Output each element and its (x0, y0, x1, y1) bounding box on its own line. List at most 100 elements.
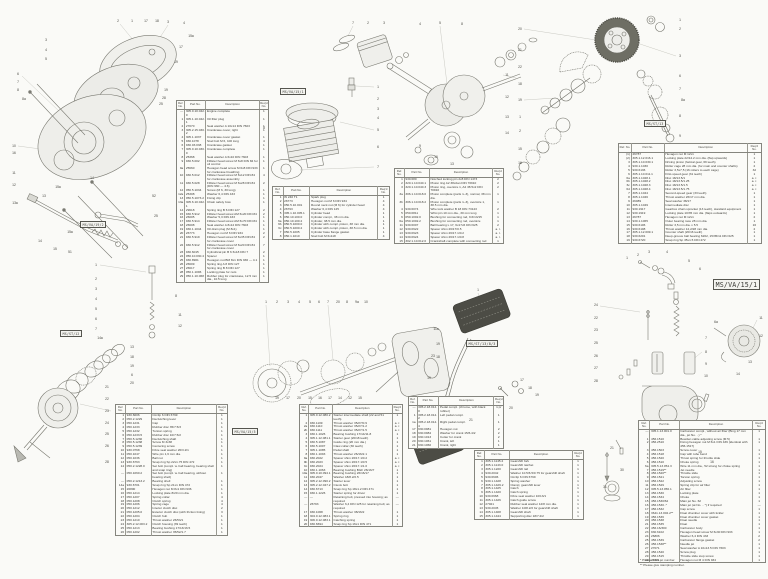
column-header: Req'd No. (258, 100, 269, 110)
callout-gear-shaft-15: 15 (308, 396, 312, 400)
fiche-label: MS/ST/12 (60, 330, 83, 338)
callout-gear-shaft-20: 20 (297, 396, 301, 400)
callout-carburetor-27: 27 (594, 366, 598, 370)
callout-carburetor-4: 4 (666, 250, 668, 254)
callout-gear-cluster-16: 16 (518, 161, 522, 165)
column-header: Ref. No. (618, 143, 632, 153)
column-header: Part No. (630, 143, 665, 153)
callout-crankshaft-5: 5 (439, 21, 441, 25)
callout-crankshaft-9: 9 (419, 144, 421, 148)
column-header: Description (150, 404, 217, 414)
callout-pedal-crank-20: 20 (509, 406, 513, 410)
callout-gear-shaft-6: 6 (318, 300, 320, 304)
callout-carburetor-26: 26 (594, 354, 598, 358)
column-header: Ref. No. (272, 186, 284, 196)
crankshaft-exploded-diagram (333, 25, 538, 166)
callout-crankcase-17: 17 (179, 45, 183, 49)
callout-gear-shaft-17: 17 (328, 396, 332, 400)
callout-pedal-crank-23: 23 (431, 354, 435, 358)
callout-kickstarter-51: 51 (68, 250, 72, 254)
callout-carburetor-6: 6 (699, 267, 701, 271)
callout-carburetor-3: 3 (648, 250, 650, 254)
callout-gear-shaft-2: 2 (276, 300, 278, 304)
callout-pedal-crank-1: 1 (477, 288, 479, 292)
callout-crankcase-14: 14 (90, 176, 94, 180)
footnote-stamping-number: ** Please give stamping number. (640, 563, 685, 567)
callout-carburetor-12: 12 (759, 334, 763, 338)
callout-clutch-2: 2 (95, 277, 97, 281)
column-header: Description (205, 100, 260, 110)
callout-cylinder-8: 8 (263, 126, 265, 130)
column-header: Description (508, 450, 573, 460)
callout-cylinder-1: 1 (377, 85, 379, 89)
callout-clutch-6: 6 (95, 317, 97, 321)
callout-gear-cluster-15: 15 (518, 147, 522, 151)
column-header: Part No. (308, 404, 333, 414)
cylinder-exploded-diagram (271, 77, 375, 180)
callout-kickstarter-15: 15 (53, 247, 57, 251)
column-header: Req'd No. (492, 168, 504, 178)
callout-gear-shaft-10: 10 (364, 300, 368, 304)
column-header: Description (438, 396, 494, 406)
callout-clutch-12: 12 (178, 324, 182, 328)
callout-cylinder-4: 4 (377, 116, 379, 120)
column-header: Req'd No. (493, 396, 504, 406)
callout-clutch-11: 11 (178, 313, 182, 317)
fiche-label: MS/VA/15/1 (280, 88, 307, 96)
callout-crankcase-1: 1 (131, 19, 133, 23)
column-header: Part No. (125, 404, 152, 414)
callout-crankcase-17: 17 (144, 19, 148, 23)
callout-crankshaft-8: 8 (461, 22, 463, 26)
column-header: Ref. No. (408, 396, 418, 406)
callout-clutch-25: 25 (105, 432, 109, 436)
gear-shaft-exploded-diagram (252, 304, 451, 408)
callout-crankshaft-4: 4 (419, 22, 421, 26)
callout-gear-cluster-2: 2 (519, 129, 521, 133)
